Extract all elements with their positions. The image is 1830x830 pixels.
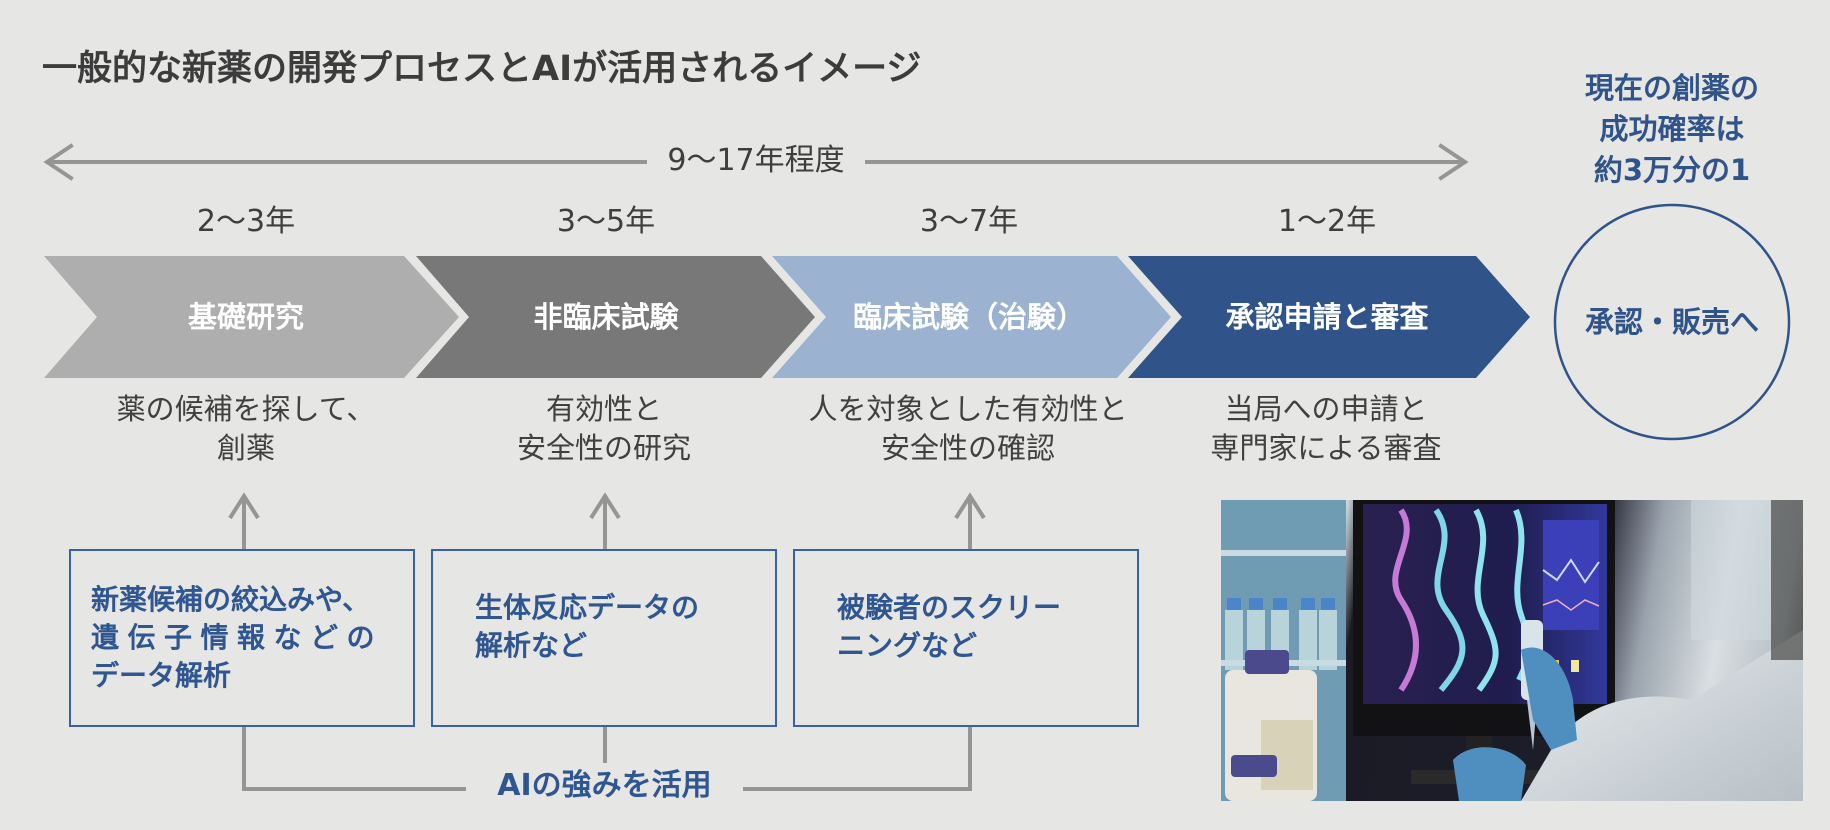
description-line: 安全性の確認 [880, 431, 1055, 465]
success-rate-note: 現在の創薬の 成功確率は 約3万分の1 [1532, 68, 1812, 191]
chevron-nonclinical [416, 256, 815, 378]
ai-use-box-data-analysis: 新薬候補の絞込みや、 遺伝子情報などの データ解析 [69, 549, 415, 727]
lab-photo-illustration [1221, 500, 1803, 801]
ai-use-line: データ解析 [91, 659, 232, 692]
success-rate-line: 現在の創薬の [1584, 71, 1759, 105]
description-line: 有効性と [545, 392, 662, 426]
stage-duration: 1〜2年 [1277, 204, 1377, 239]
ai-use-line: 遺伝子情報などの [91, 621, 384, 654]
stage-description: 当局への申請と 専門家による審査 [1136, 390, 1516, 468]
bottles [1227, 598, 1335, 610]
gloved-hand [1453, 747, 1526, 801]
ai-use-line: 解析など [475, 629, 588, 662]
description-line: 薬の候補を探して、 [116, 392, 376, 426]
description-line: 創薬 [216, 431, 275, 465]
stage-duration: 2〜3年 [196, 204, 296, 239]
chevron-approval [1128, 256, 1530, 378]
stage-description: 薬の候補を探して、 創薬 [56, 390, 436, 468]
bracket-right [743, 727, 972, 791]
ai-use-line: ニングなど [837, 629, 978, 662]
stage-duration: 3〜7年 [919, 204, 1019, 239]
ai-bracket [242, 727, 972, 791]
ai-use-line: 被験者のスクリー [837, 591, 1062, 624]
description-line: 専門家による審査 [1210, 431, 1442, 465]
stage-description: 人を対象とした有効性と 安全性の確認 [778, 390, 1158, 468]
stage-label-clinical: 臨床試験（治験） [852, 300, 1085, 334]
gloved-hand [1521, 647, 1577, 750]
final-label: 承認・販売へ [1584, 305, 1759, 339]
stage-label-nonclinical: 非臨床試験 [533, 300, 679, 334]
arrow-right-icon [1438, 143, 1469, 181]
lab-photo [1221, 500, 1803, 801]
stage-duration: 3〜5年 [556, 204, 656, 239]
lab-coat [1521, 630, 1803, 801]
arrow-left-icon [43, 143, 74, 181]
ai-use-line: 生体反応データの [475, 591, 700, 624]
chevron-basic-research [44, 256, 459, 378]
ai-strength-label: AIの強みを活用 [466, 765, 743, 807]
ai-use-box-bio-response: 生体反応データの 解析など [431, 549, 777, 727]
description-line: 人を対象とした有効性と [808, 392, 1128, 426]
arrow-up-icon [589, 492, 621, 520]
total-duration-label: 9〜17年程度 [647, 140, 865, 182]
stage-label-basic-research: 基礎研究 [187, 300, 304, 334]
final-circle [1553, 203, 1791, 441]
success-rate-line: 成功確率は [1599, 112, 1745, 146]
stage-description: 有効性と 安全性の研究 [414, 390, 794, 468]
bracket-left [242, 727, 466, 791]
ai-use-box-screening: 被験者のスクリー ニングなど [793, 549, 1139, 727]
ai-use-line: 新薬候補の絞込みや、 [91, 583, 371, 616]
success-rate-line: 約3万分の1 [1593, 153, 1751, 187]
arrow-up-icon [954, 492, 986, 520]
description-line: 安全性の研究 [516, 431, 691, 465]
page-title: 一般的な新薬の開発プロセスとAIが活用されるイメージ [42, 49, 922, 89]
stage-label-approval: 承認申請と審査 [1225, 300, 1429, 334]
description-line: 当局への申請と [1224, 392, 1428, 426]
chevron-clinical [772, 256, 1171, 378]
arrow-up-icon [228, 492, 260, 520]
